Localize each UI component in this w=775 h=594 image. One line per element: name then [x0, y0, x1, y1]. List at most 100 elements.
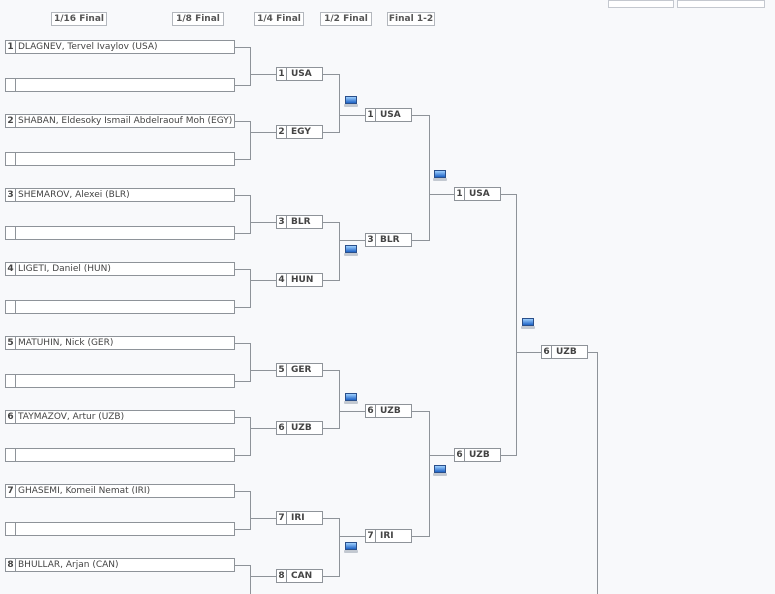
tv-screen [522, 318, 534, 326]
tv-screen [345, 245, 357, 253]
tv-video-icon[interactable] [344, 393, 358, 404]
bracket-connector [250, 47, 251, 86]
seed-number: 6 [277, 422, 287, 434]
athlete-slot[interactable] [5, 78, 235, 92]
tv-screen [434, 170, 446, 178]
bracket-connector [501, 455, 516, 456]
bracket-connector [235, 491, 250, 492]
tv-video-icon[interactable] [344, 245, 358, 256]
seed-number: 6 [366, 405, 376, 417]
tv-video-icon[interactable] [344, 96, 358, 107]
athlete-slot[interactable] [5, 522, 235, 536]
quarter-slot[interactable]: 1 USA [276, 67, 323, 81]
quarter-slot[interactable]: 6 UZB [276, 421, 323, 435]
tv-base [344, 550, 358, 553]
tv-video-icon[interactable] [433, 465, 447, 476]
athlete-slot[interactable] [5, 152, 235, 166]
round-header: Final 1-2 [387, 12, 435, 26]
bracket-connector [412, 115, 429, 116]
bracket-connector [323, 132, 339, 133]
seed-number: 3 [277, 216, 287, 228]
country-code: UZB [291, 423, 312, 433]
bracket-connector [250, 280, 276, 281]
seed-number: 2 [6, 115, 16, 127]
country-code: IRI [380, 531, 394, 541]
tab-stub[interactable] [608, 0, 674, 8]
bracket-connector [235, 417, 250, 418]
tab-stub[interactable] [677, 0, 765, 8]
bracket-connector [412, 240, 429, 241]
athlete-slot[interactable] [5, 226, 235, 240]
tv-base [433, 178, 447, 181]
country-code: USA [469, 189, 490, 199]
bracket-connector [339, 115, 365, 116]
seed-number: 6 [542, 346, 552, 358]
bracket-connector [588, 352, 597, 353]
tv-video-icon[interactable] [433, 170, 447, 181]
country-code: UZB [380, 406, 401, 416]
seed-number: 6 [455, 449, 465, 461]
athlete-slot[interactable] [5, 374, 235, 388]
bracket-connector [429, 194, 454, 195]
bracket-connector [235, 381, 250, 382]
country-code: CAN [291, 571, 313, 581]
country-code: EGY [291, 127, 311, 137]
semi-slot[interactable]: 1 USA [365, 108, 412, 122]
round-header: 1/16 Final [51, 12, 107, 26]
bracket-connector [235, 47, 250, 48]
seed-number: 4 [6, 263, 16, 275]
semi-slot[interactable]: 6 UZB [365, 404, 412, 418]
bracket-connector [250, 74, 276, 75]
seed-number: 7 [277, 512, 287, 524]
country-code: UZB [469, 450, 490, 460]
tv-video-icon[interactable] [344, 542, 358, 553]
seed-number: 1 [277, 68, 287, 80]
country-code: USA [380, 110, 401, 120]
athlete-name: SHEMAROV, Alexei (BLR) [18, 190, 130, 200]
bracket-connector [235, 85, 250, 86]
athlete-name: LIGETI, Daniel (HUN) [18, 264, 111, 274]
bracket-connector [516, 352, 541, 353]
bracket-connector [235, 455, 250, 456]
bracket-connector [339, 74, 340, 133]
country-code: BLR [291, 217, 311, 227]
country-code: USA [291, 69, 312, 79]
seed-number: 3 [366, 234, 376, 246]
bracket-connector [250, 269, 251, 308]
quarter-slot[interactable]: 3 BLR [276, 215, 323, 229]
bracket-connector [250, 576, 276, 577]
seed-number [6, 227, 16, 239]
bracket-connector [250, 428, 276, 429]
bracket-connector [250, 121, 251, 160]
bracket-connector [235, 269, 250, 270]
seed-number [6, 301, 16, 313]
seed-number: 1 [6, 41, 16, 53]
seed-number: 1 [366, 109, 376, 121]
round-header: 1/4 Final [254, 12, 304, 26]
athlete-slot[interactable] [5, 300, 235, 314]
athlete-slot[interactable] [5, 448, 235, 462]
bracket-connector [250, 343, 251, 382]
athlete-name: DLAGNEV, Tervel Ivaylov (USA) [18, 42, 158, 52]
final-slot[interactable]: 6 UZB [454, 448, 501, 462]
bracket-connector [250, 491, 251, 530]
country-code: HUN [291, 275, 314, 285]
tv-video-icon[interactable] [521, 318, 535, 329]
